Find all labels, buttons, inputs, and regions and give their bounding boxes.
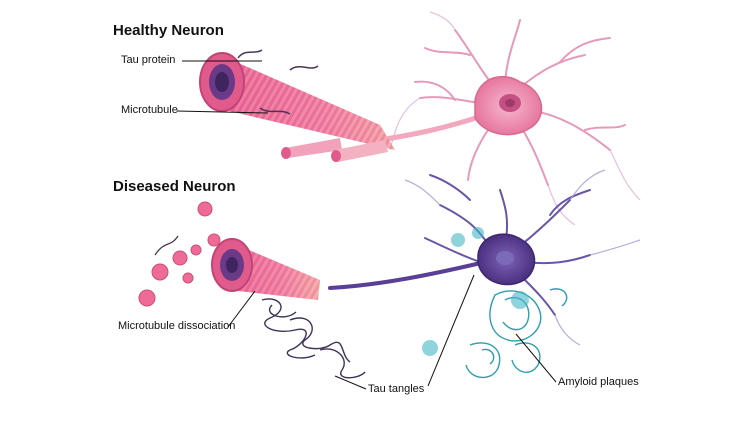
healthy-neuron-heading: Healthy Neuron — [113, 22, 224, 39]
diseased-microtubule — [138, 201, 320, 307]
leader-lines — [176, 60, 557, 390]
healthy-neuron — [377, 11, 641, 226]
tau-tangles-label: Tau tangles — [368, 383, 425, 395]
tau-protein-label: Tau protein — [121, 54, 176, 66]
tau-tangles — [261, 298, 366, 379]
amyloid-plaques-label: Amyloid plaques — [558, 376, 639, 388]
diseased-neuron-heading: Diseased Neuron — [113, 178, 236, 195]
amyloid-plaques — [422, 227, 568, 379]
microtubule-label: Microtubule — [121, 104, 178, 116]
healthy-microtubule — [199, 49, 395, 162]
microtubule-dissociation-label: Microtubule dissociation — [118, 320, 236, 332]
diseased-neuron — [328, 169, 641, 346]
